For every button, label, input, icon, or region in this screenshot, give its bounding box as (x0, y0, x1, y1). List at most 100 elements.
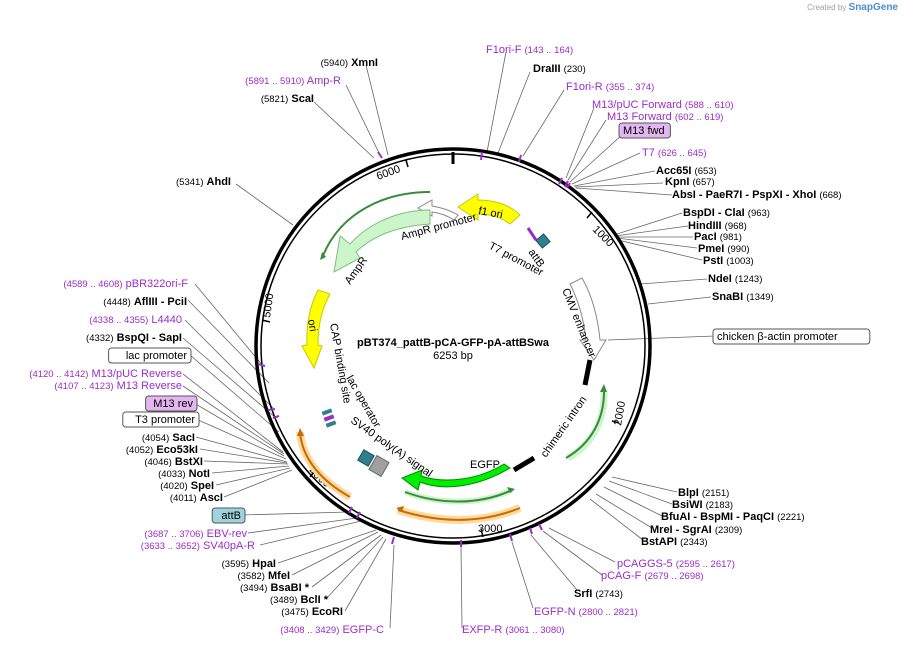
site-name: XmnI (351, 57, 378, 69)
feature-label-f1-ori: f1 ori (477, 205, 503, 221)
site-label: (4107 .. 4123) M13 Reverse (54, 380, 182, 392)
site-label: PacI (981) (694, 231, 742, 243)
site-label: MreI - SgrAI (2309) (650, 524, 742, 536)
cmv-enhancer-arrow (569, 277, 607, 361)
watermark-created-by: Created by (807, 3, 847, 12)
site-box (108, 347, 192, 364)
site-name: EcoRI (312, 606, 343, 618)
site-name: EGFP-N (534, 606, 576, 618)
site-name: NdeI (708, 273, 732, 285)
site-name: BclI * (300, 594, 328, 606)
site-label: (4338 .. 4355) L4440 (89, 314, 182, 326)
site-position: (5341) (176, 177, 203, 188)
site-name: DraIII (533, 63, 561, 75)
site-name: NotI (189, 468, 210, 480)
site-label: lac promoter (126, 350, 187, 362)
site-position: (1003) (726, 256, 753, 267)
site-position: (3061 .. 3080) (505, 625, 564, 636)
site-position: (981) (720, 232, 742, 243)
site-label: F1ori-F (143 .. 164) (486, 44, 573, 56)
site-label: (5940) XmnI (321, 57, 378, 69)
site-position: (588 .. 610) (685, 100, 734, 111)
site-label: PmeI (990) (698, 243, 750, 255)
tick-5000: 5000 (261, 293, 276, 319)
site-label: BspDI - ClaI (963) (683, 207, 770, 219)
site-position: (3408 .. 3429) (280, 625, 339, 636)
feature-label-egfp: EGFP (470, 459, 500, 471)
site-name: pCAGGS-5 (617, 558, 673, 570)
site-label: (4033) NotI (158, 468, 210, 480)
site-label: (5821) ScaI (261, 93, 314, 105)
site-label: (4046) BstXI (144, 456, 203, 468)
site-name: L4440 (151, 314, 182, 326)
chimeric-intron-arrow (565, 387, 606, 459)
site-position: (3582) (237, 571, 264, 582)
site-label: (4448) AflIII - PciI (103, 296, 187, 308)
site-position: (3595) (222, 559, 249, 570)
site-label: (4120 .. 4142) M13/pUC Reverse (29, 368, 182, 380)
site-name: AflIII (134, 296, 158, 308)
site-position: (5821) (261, 94, 288, 105)
site-name: F1ori-R (566, 81, 603, 93)
ampr-arrow (333, 209, 431, 273)
site-label: T3 promoter (135, 414, 195, 426)
site-label: BfuAI - BspMI - PaqCI (2221) (661, 511, 805, 523)
site-position: (4120 .. 4142) (29, 369, 88, 380)
site-position: (2183) (706, 500, 733, 511)
site-extra: - PciI (158, 296, 187, 308)
site-name: PstI (703, 255, 723, 267)
site-box (145, 395, 198, 412)
tick-6000: 6000 (375, 163, 402, 183)
site-label: (5341) AhdI (176, 176, 231, 188)
site-position: (355 .. 374) (606, 82, 655, 93)
site-position: (653) (695, 166, 717, 177)
site-box (712, 328, 871, 345)
site-label: M13/pUC Forward (588 .. 610) (592, 99, 734, 111)
site-label: (4589 .. 4608) pBR322ori-F (63, 278, 188, 290)
site-label: PstI (1003) (703, 255, 754, 267)
attb-top-box (535, 233, 551, 249)
site-name: BlpI (678, 487, 699, 499)
site-name: BspDI (683, 207, 715, 219)
feature-label-sv40-polya: SV40 poly(A) signal (348, 415, 434, 480)
site-position: (3475) (281, 607, 308, 618)
site-position: (2800 .. 2821) (579, 607, 638, 618)
site-label: M13 Forward (602 .. 619) (607, 111, 723, 123)
site-label: (3687 .. 3706) EBV-rev (144, 528, 247, 540)
feature-label-cap-binding: CAP binding site (327, 322, 353, 404)
site-extra: - SapI (149, 332, 182, 344)
site-name: EGFP-C (342, 624, 384, 636)
site-position: (2309) (715, 525, 742, 536)
site-label: (4011) AscI (170, 492, 223, 504)
site-label: Acc65I (653) (656, 165, 717, 177)
site-name: pCAG-F (601, 570, 642, 582)
f1-ori-arrow (457, 193, 521, 225)
site-label: (4332) BspQI - SapI (86, 332, 182, 344)
snapgene-logo: SnapGene (848, 2, 898, 13)
site-position: (3633 .. 3652) (141, 541, 200, 552)
site-name: SpeI (191, 480, 214, 492)
site-name: Acc65I (656, 165, 691, 177)
site-position: (143 .. 164) (525, 45, 574, 56)
orange-feature-left (299, 431, 351, 498)
lac-cap-marks (321, 408, 337, 428)
site-name: SV40pA-R (203, 540, 255, 552)
site-box (211, 507, 246, 524)
plasmid-size: 6253 bp (433, 350, 473, 362)
site-label: SrfI (2743) (574, 588, 623, 600)
site-name: T7 (642, 147, 655, 159)
sv40-polya-box (368, 454, 390, 478)
plasmid-name: pBT374_pattB-pCA-GFP-pA-attBSwa (357, 337, 550, 349)
site-label: pCAGGS-5 (2595 .. 2617) (617, 558, 735, 570)
site-name: M13/pUC Forward (592, 99, 682, 111)
site-label: (3489) BclI * (270, 594, 329, 606)
site-position: (2151) (702, 488, 729, 499)
tick-3000: 3000 (478, 523, 502, 535)
site-position: (990) (727, 244, 749, 255)
site-position: (2595 .. 2617) (676, 559, 735, 570)
site-position: (4589 .. 4608) (63, 279, 122, 290)
site-name: KpnI (665, 176, 689, 188)
site-name: MfeI (268, 570, 290, 582)
feature-label-ori: ori (305, 318, 319, 332)
site-label: (3408 .. 3429) EGFP-C (280, 624, 384, 636)
